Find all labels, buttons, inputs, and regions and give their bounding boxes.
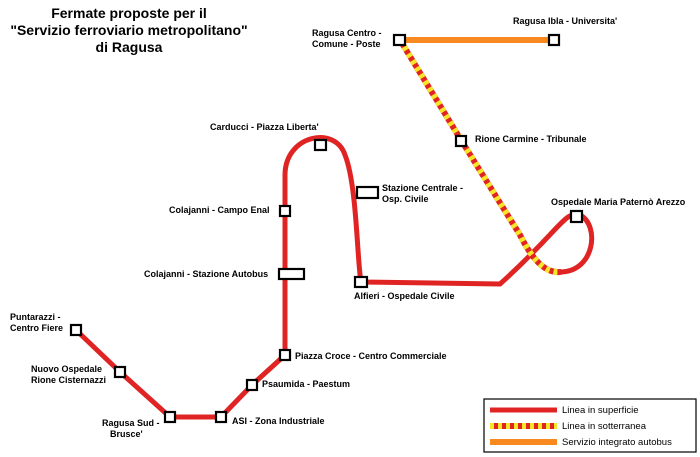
label-puntarazzi: Puntarazzi - Centro Fiere (10, 312, 63, 333)
stop-nuovo-ospedale[interactable] (113, 365, 127, 379)
legend-bus-label: Servizio integrato autobus (562, 437, 672, 448)
title-line-2: "Servizio ferroviario metropolitano" (10, 22, 247, 38)
stop-colajanni-autobus[interactable] (277, 267, 306, 281)
title-line-1: Fermate proposte per il (51, 5, 207, 21)
label-ragusa-ibla: Ragusa Ibla - Universita' (513, 16, 617, 26)
stop-alfieri[interactable] (353, 275, 369, 289)
stop-asi[interactable] (214, 410, 228, 424)
label-ragusa-sud: Ragusa Sud - Brusce' (102, 418, 162, 439)
title-line-3: di Ragusa (96, 39, 163, 55)
stop-piazza-croce[interactable] (278, 348, 292, 362)
stop-ragusa-ibla[interactable] (547, 33, 561, 47)
surface-line (73, 135, 595, 420)
map-title: Fermate proposte per il "Servizio ferrov… (10, 5, 247, 55)
label-carducci: Carducci - Piazza Liberta' (210, 122, 319, 132)
label-psaumida: Psaumida - Paestum (262, 379, 350, 389)
label-nuovo-ospedale: Nuovo Ospedale Rione Cisternazzi (31, 364, 106, 385)
stop-ospedale-arezzo[interactable] (569, 209, 584, 224)
stop-rione-carmine[interactable] (454, 134, 468, 148)
legend: Linea in superficie Linea in sotterranea… (483, 398, 697, 453)
label-alfieri: Alfieri - Ospedale Civile (354, 291, 455, 301)
stop-ragusa-centro[interactable] (392, 33, 407, 47)
stop-ragusa-sud[interactable] (163, 410, 177, 424)
label-rione-carmine: Rione Carmine - Tribunale (475, 134, 587, 144)
legend-underground-label: Linea in sotterranea (562, 421, 647, 432)
label-asi: ASI - Zona Industriale (232, 416, 325, 426)
station-labels: Puntarazzi - Centro Fiere Nuovo Ospedale… (10, 16, 686, 439)
label-colajanni-autobus: Colajanni - Stazione Autobus (144, 269, 268, 279)
lines (73, 37, 595, 420)
label-ragusa-centro: Ragusa Centro - Comune - Poste (312, 28, 384, 49)
stop-carducci[interactable] (313, 138, 328, 152)
stop-psaumida[interactable] (245, 378, 259, 392)
label-piazza-croce: Piazza Croce - Centro Commerciale (295, 351, 447, 361)
stop-stazione-centrale[interactable] (355, 185, 380, 200)
stop-colajanni-enal[interactable] (278, 204, 292, 218)
label-ospedale-arezzo: Ospedale Maria Paternò Arezzo (551, 197, 686, 207)
label-colajanni-enal: Colajanni - Campo Enal (169, 205, 270, 215)
stops (69, 33, 584, 424)
stop-puntarazzi[interactable] (69, 323, 83, 337)
legend-surface-label: Linea in superficie (562, 405, 639, 416)
underground-line-dashes (397, 38, 561, 276)
label-stazione-centrale: Stazione Centrale - Osp. Civile (382, 183, 466, 204)
